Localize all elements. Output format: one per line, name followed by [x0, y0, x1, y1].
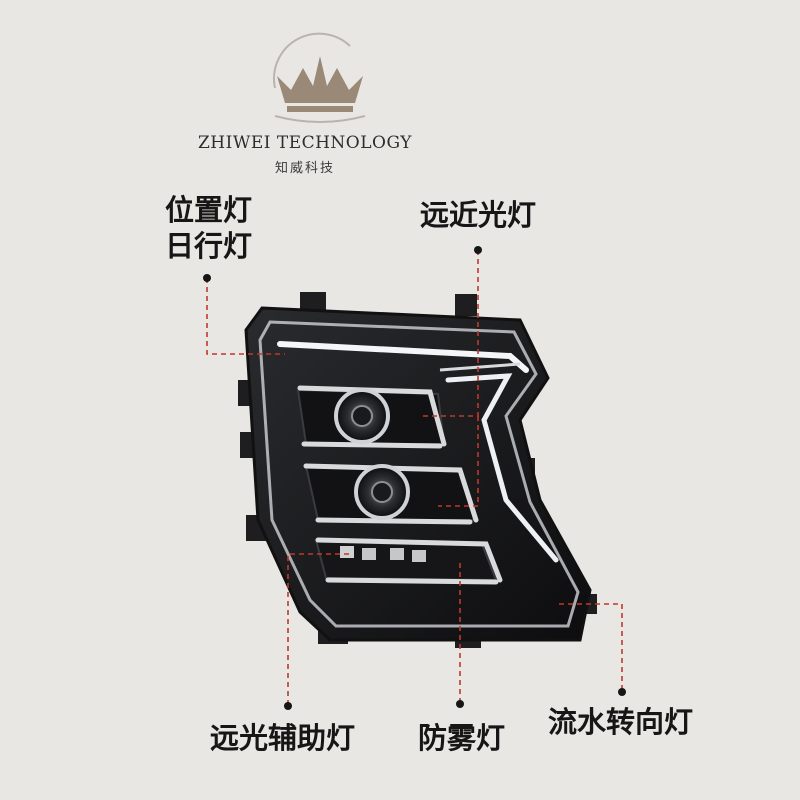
- crown-icon: [273, 32, 366, 123]
- leader-lines: [206, 250, 623, 705]
- label-high-low-beam: 远近光灯: [420, 198, 537, 232]
- label-auxiliary-high-beam: 远光辅助灯: [210, 721, 356, 755]
- outer-lens-rim: [258, 320, 580, 628]
- drl-light-guide: [277, 341, 529, 373]
- leader-line-position: [206, 278, 285, 355]
- turn-signal-guide: [445, 373, 559, 563]
- leader-dots: [203, 246, 626, 710]
- leader-line-turn: [556, 603, 623, 690]
- chrome-strips: [297, 385, 503, 585]
- label-fog-light: 防雾灯: [418, 721, 506, 755]
- leader-line-aux: [287, 553, 350, 705]
- brand-name: ZHIWEI TECHNOLOGY: [198, 133, 412, 153]
- label-sequential-turn-signal: 流水转向灯: [548, 705, 694, 739]
- brand-subtitle: 知威科技: [274, 161, 335, 176]
- label-daytime-running-light: 日行灯: [165, 229, 253, 263]
- auxiliary-led-array: [340, 546, 426, 562]
- label-position-light: 位置灯: [165, 193, 253, 227]
